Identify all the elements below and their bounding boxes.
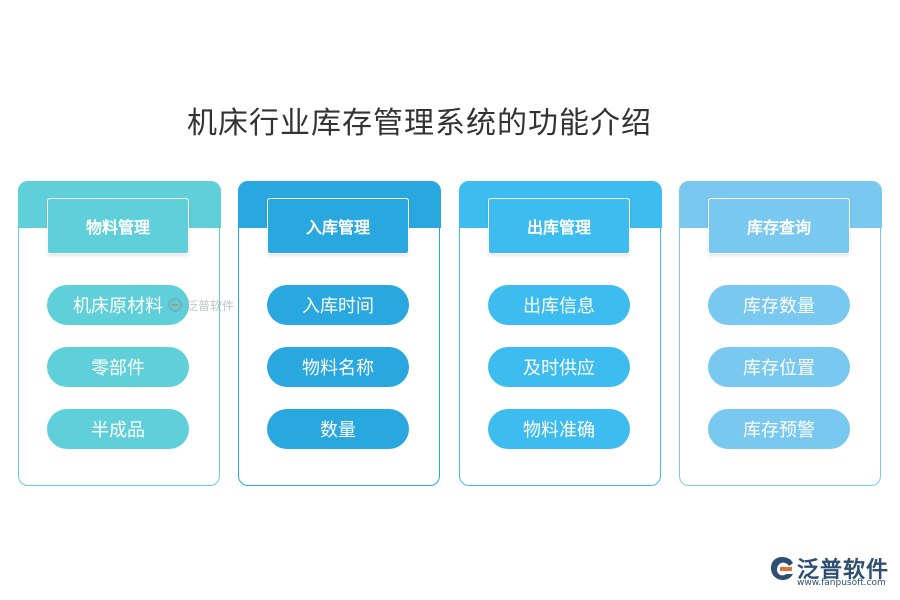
- column-material-management: 物料管理 机床原材料 零部件 半成品: [17, 180, 221, 486]
- column-outbound-management: 出库管理 出库信息 及时供应 物料准确: [458, 180, 662, 486]
- brand-logo-icon: [771, 557, 793, 580]
- brand-logo: 泛普软件 www.fanpusoft.com: [768, 552, 893, 592]
- watermark-logo-icon: [168, 298, 182, 312]
- brand-name: 泛普软件: [797, 558, 890, 583]
- column-header: 出库管理: [488, 198, 630, 254]
- item-pill: 库存位置: [708, 347, 850, 387]
- column-inbound-management: 入库管理 入库时间 物料名称 数量: [237, 180, 441, 486]
- item-pill: 半成品: [47, 409, 189, 449]
- page-title: 机床行业库存管理系统的功能介绍: [187, 106, 652, 141]
- watermark-text: 泛普软件: [186, 298, 235, 313]
- column-header: 库存查询: [708, 198, 850, 254]
- column-inventory-query: 库存查询 库存数量 库存位置 库存预警: [678, 180, 882, 486]
- item-pill: 物料准确: [488, 409, 630, 449]
- item-pill: 入库时间: [267, 285, 409, 325]
- item-pill: 机床原材料: [47, 285, 189, 325]
- brand-url: www.fanpusoft.com: [797, 578, 886, 588]
- item-pill: 零部件: [47, 347, 189, 387]
- item-pill: 及时供应: [488, 347, 630, 387]
- item-pill: 物料名称: [267, 347, 409, 387]
- watermark: 泛普软件: [167, 295, 242, 315]
- item-pill: 库存数量: [708, 285, 850, 325]
- column-header: 物料管理: [47, 198, 189, 254]
- column-header: 入库管理: [267, 198, 409, 254]
- item-pill: 库存预警: [708, 409, 850, 449]
- item-pill: 数量: [267, 409, 409, 449]
- item-pill: 出库信息: [488, 285, 630, 325]
